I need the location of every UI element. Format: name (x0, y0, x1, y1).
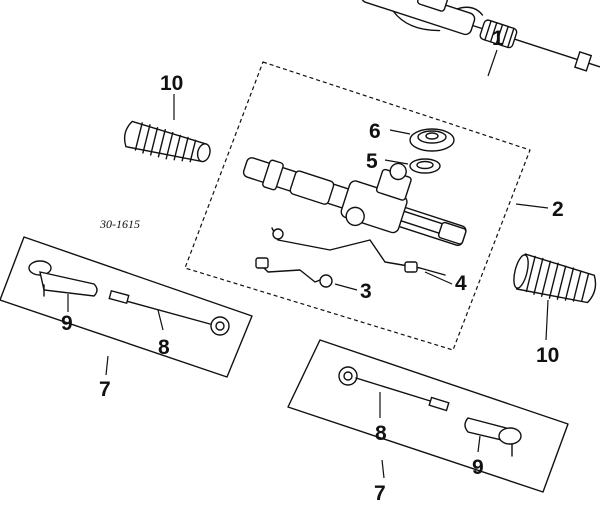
seal[interactable] (409, 158, 441, 174)
tie-rod-assembly-left-frame (0, 236, 253, 378)
callout-6: 6 (369, 120, 381, 143)
inner-tie-rod-right[interactable] (338, 366, 450, 412)
pipe-upper[interactable] (271, 227, 446, 276)
callout-9-left: 9 (61, 312, 73, 335)
boot-right[interactable] (511, 253, 600, 309)
reference-code: 30-1615 (99, 217, 140, 231)
tie-rod-end-right[interactable] (464, 417, 522, 457)
callout-2: 2 (552, 198, 564, 221)
callout-7-right: 7 (374, 482, 386, 505)
inner-tie-rod-left[interactable] (108, 289, 230, 336)
callout-5: 5 (366, 150, 378, 173)
callout-3: 3 (360, 280, 372, 303)
cover[interactable] (409, 128, 455, 152)
callout-4: 4 (455, 272, 467, 295)
steering-gear-assembly[interactable] (281, 0, 600, 87)
pipe-lower[interactable] (255, 257, 333, 288)
callout-10-upper: 10 (160, 72, 183, 95)
callout-8-left: 8 (158, 336, 170, 359)
callout-9-right: 9 (472, 456, 484, 479)
callout-7-left: 7 (99, 378, 111, 401)
steering-gear-housing[interactable] (238, 118, 479, 259)
callout-10-lower: 10 (536, 344, 559, 367)
exploded-view-frame (184, 61, 531, 351)
tie-rod-end-left[interactable] (28, 260, 98, 297)
callout-8-right: 8 (375, 422, 387, 445)
callout-1: 1 (492, 27, 504, 50)
boot-left[interactable] (122, 119, 213, 168)
tie-rod-assembly-right-frame (287, 339, 569, 493)
leader-lines (67, 49, 549, 479)
